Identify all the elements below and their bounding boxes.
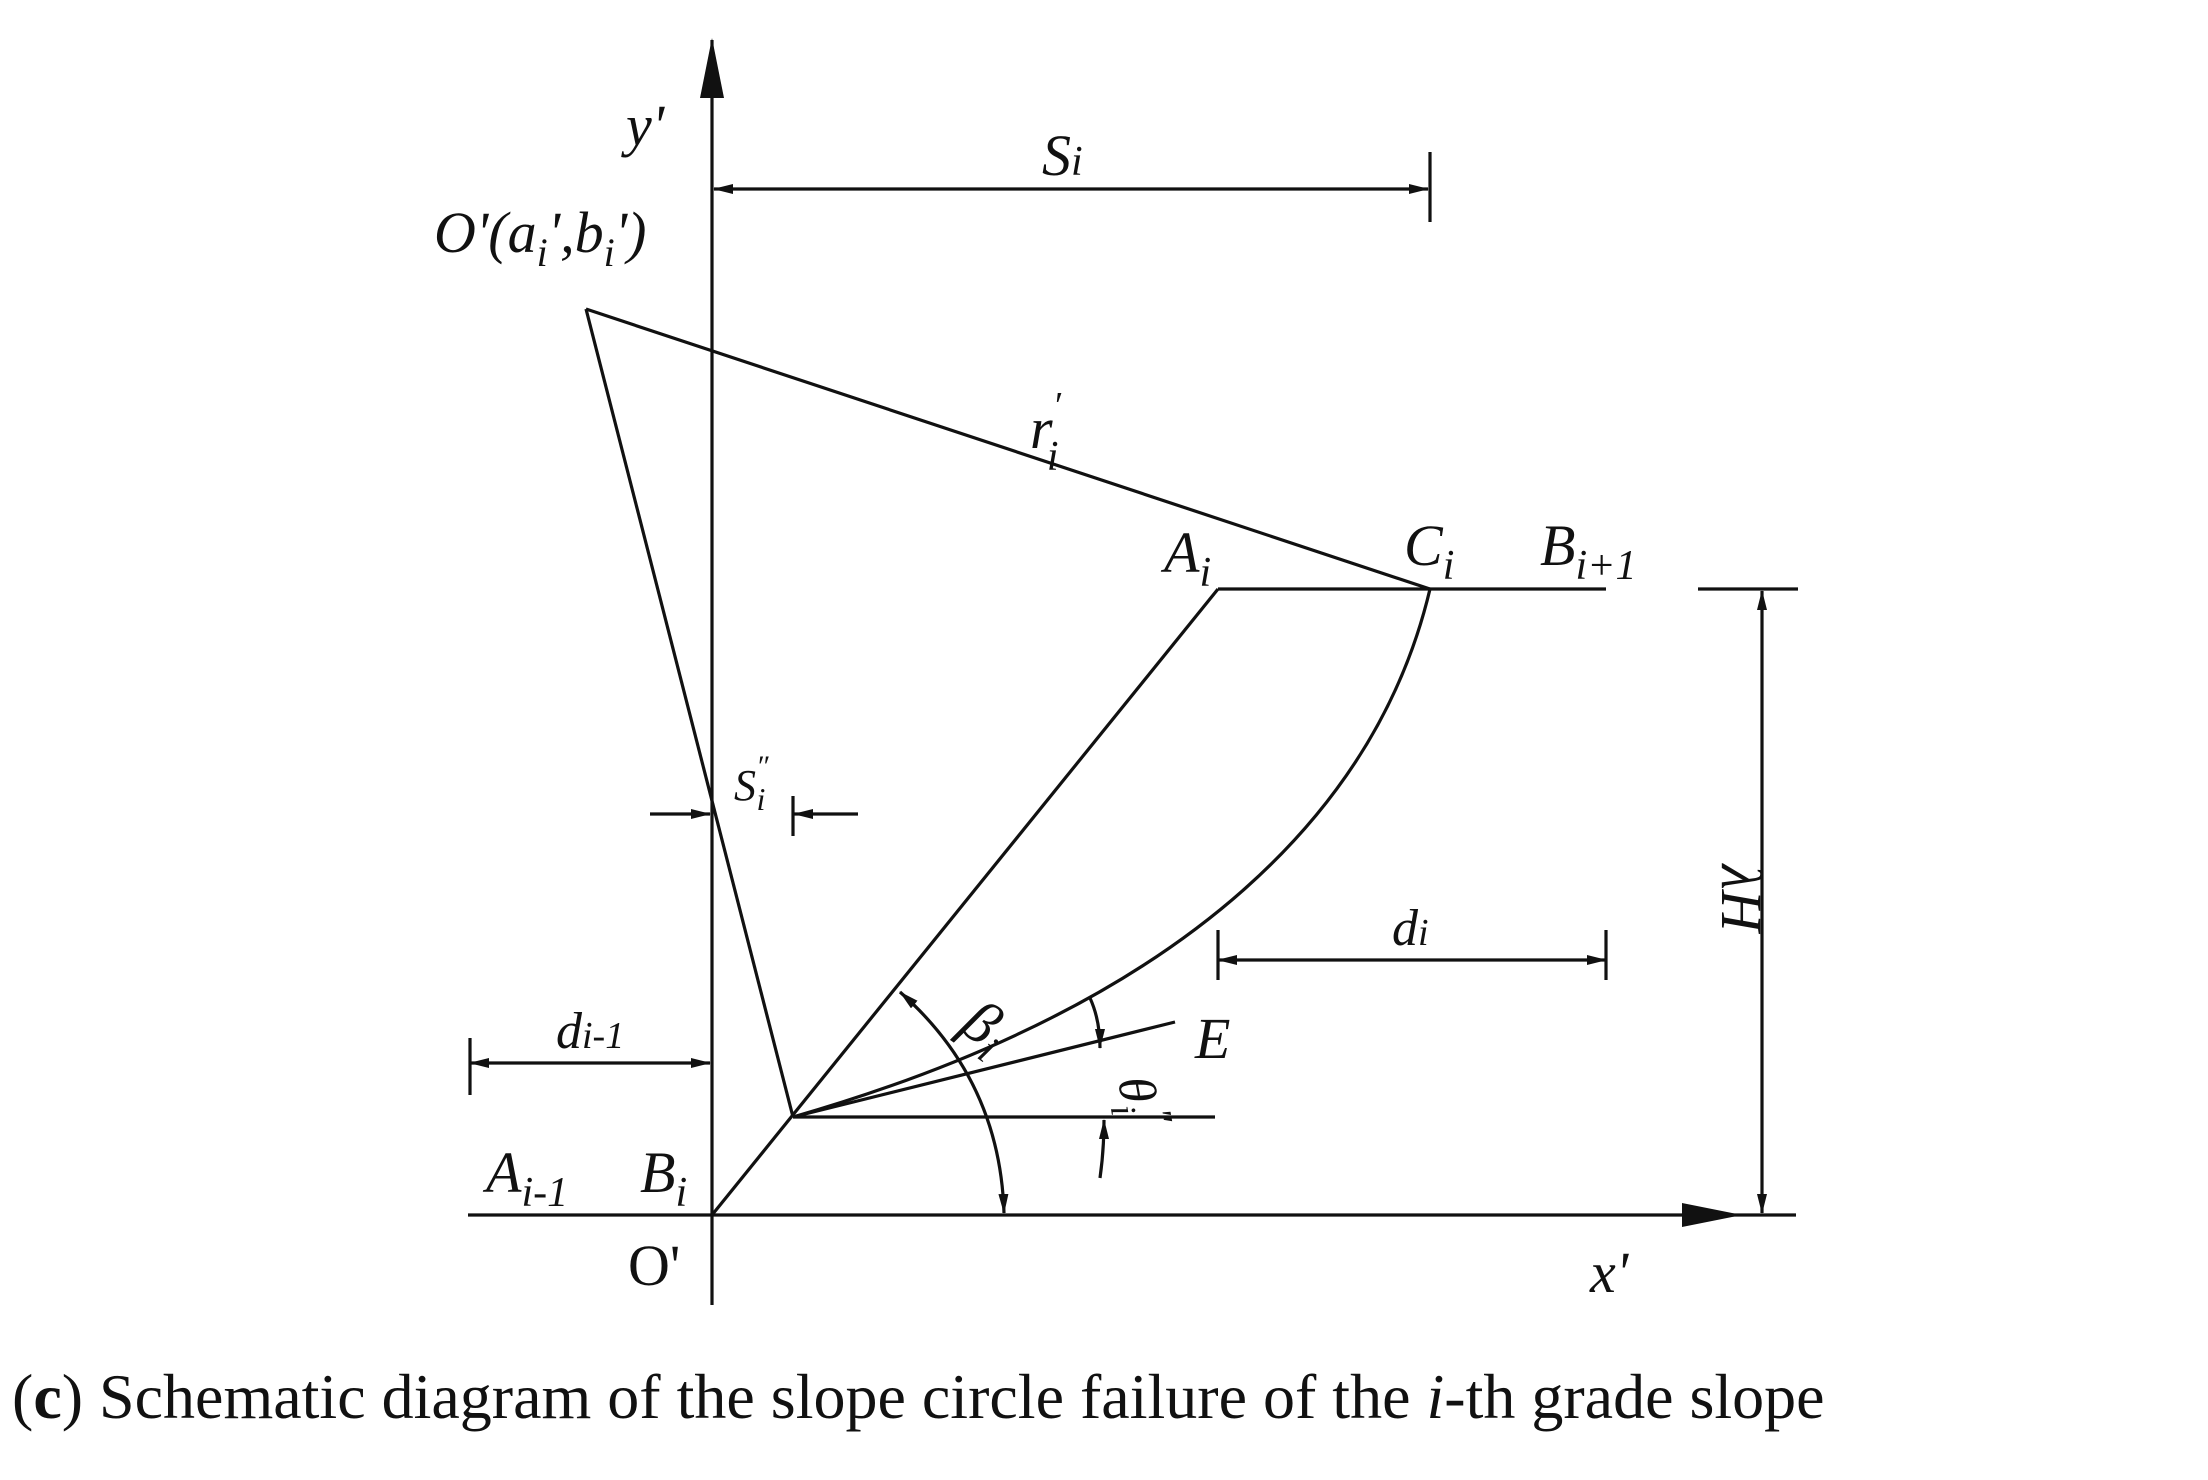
a-prev-label: Ai-1 xyxy=(482,1140,568,1216)
s2-label: S″i xyxy=(734,750,769,817)
r-i-label: r′i xyxy=(1030,385,1062,480)
a-i-label: Ai xyxy=(1160,520,1211,596)
height-label: λH xyxy=(1709,862,1774,934)
theta-label: θi″ xyxy=(1098,1071,1179,1133)
e-label: E xyxy=(1194,1006,1230,1071)
x-axis-label: x' xyxy=(1589,1240,1630,1305)
y-axis-label: y' xyxy=(621,93,666,158)
center-label: O'(ai',bi') xyxy=(434,200,646,275)
b-next-label: Bi+1 xyxy=(1540,513,1636,589)
beta-arc xyxy=(898,990,1009,1214)
c-i-label: Ci xyxy=(1404,513,1454,589)
slope-face-line xyxy=(710,587,1220,1217)
origin-label: O' xyxy=(628,1233,680,1298)
s-i-label: Si xyxy=(1042,123,1083,188)
radius-to-c xyxy=(585,307,1431,591)
d-i-label: di xyxy=(1392,900,1429,957)
b-i-label: Bi xyxy=(640,1140,687,1216)
theta-arc-top xyxy=(1088,997,1105,1049)
radius-to-toe xyxy=(584,308,795,1118)
theta-arc-bottom xyxy=(1098,1119,1109,1179)
d-prev-label: di-1 xyxy=(556,1003,624,1060)
figure-caption: (c) Schematic diagram of the slope circl… xyxy=(12,1361,1825,1432)
